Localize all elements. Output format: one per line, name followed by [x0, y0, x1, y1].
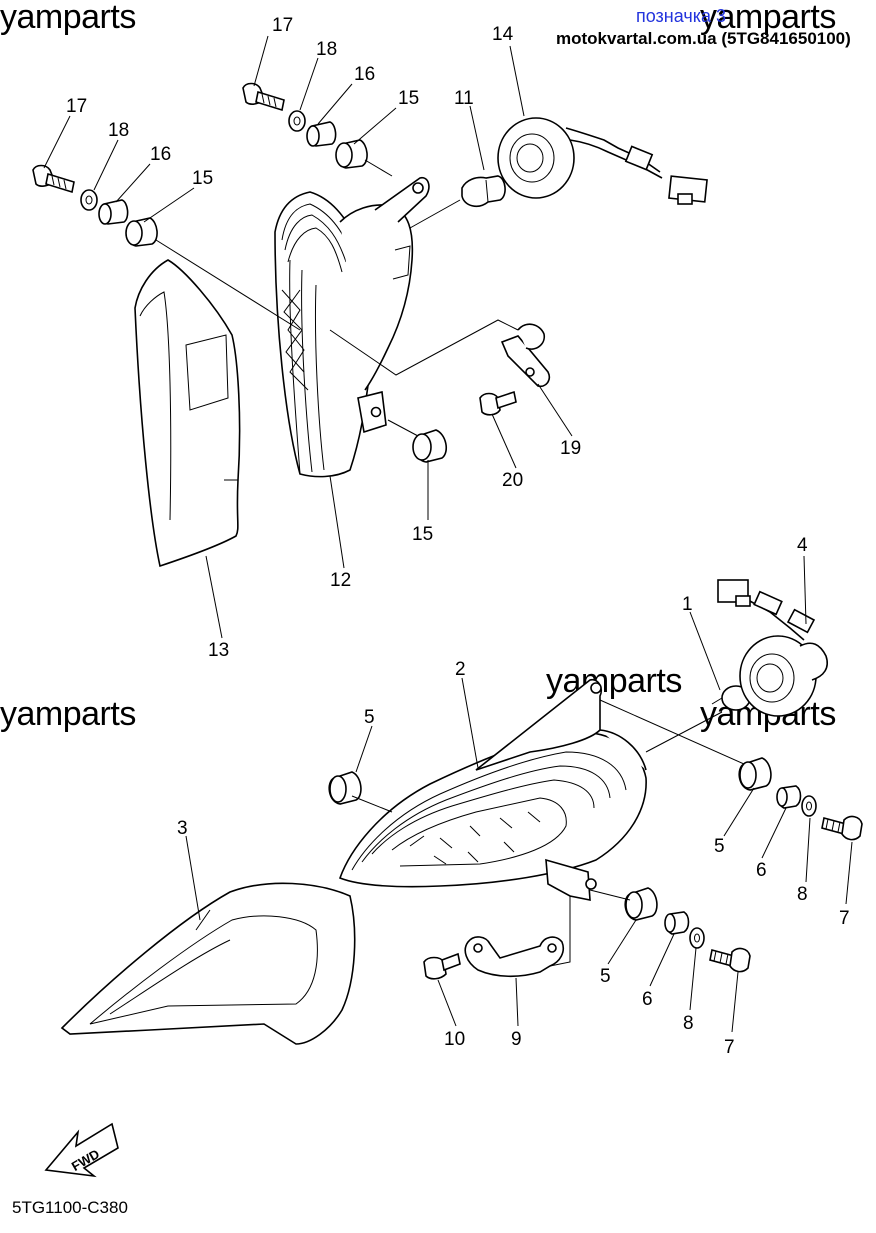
- callout-15: 15: [412, 524, 433, 545]
- assembly-lines-upper: [155, 159, 519, 437]
- part-17-screw-upper: [242, 82, 285, 112]
- part-7-screw: [709, 815, 863, 973]
- callout-13: 13: [208, 640, 229, 661]
- callout-labels: 17 18 16 15 11 14 17 18 16 15 19 20 15 1…: [66, 15, 850, 1058]
- callout-16: 16: [354, 64, 375, 85]
- callout-6: 6: [642, 989, 653, 1010]
- callout-15: 15: [192, 168, 213, 189]
- callout-5: 5: [364, 707, 375, 728]
- callout-1: 1: [682, 594, 693, 615]
- callout-6: 6: [756, 860, 767, 881]
- part-16-collar: [98, 121, 337, 225]
- part-12-lens-housing: [274, 176, 430, 478]
- callout-20: 20: [502, 470, 523, 491]
- callout-8: 8: [797, 884, 808, 905]
- watermark: yamparts: [700, 0, 836, 36]
- part-20-bolt: [479, 390, 517, 416]
- part-15-grommet: [125, 139, 448, 463]
- part-14-socket-wiring: [497, 117, 708, 205]
- part-17-screw-left: [32, 164, 75, 194]
- callout-5: 5: [714, 836, 725, 857]
- callout-9: 9: [511, 1029, 522, 1050]
- part-9-bracket: [464, 936, 565, 978]
- part-11-bulb: [461, 175, 506, 208]
- part-10-bolt: [423, 952, 461, 980]
- callout-10: 10: [444, 1029, 465, 1050]
- callout-leaders: [43, 35, 853, 1033]
- watermark: yamparts: [0, 695, 136, 733]
- callout-19: 19: [560, 438, 581, 459]
- callout-7: 7: [724, 1037, 735, 1058]
- callout-11: 11: [454, 88, 474, 109]
- diagram-code: 5TG1100-C380: [12, 1198, 128, 1217]
- watermark: yamparts: [0, 0, 136, 36]
- part-19-bracket: [500, 323, 551, 388]
- label-link[interactable]: позначка 3: [636, 6, 727, 26]
- callout-17: 17: [66, 96, 87, 117]
- part-6-collar: [664, 785, 802, 935]
- callout-3: 3: [177, 818, 188, 839]
- part-8-washer: [689, 795, 817, 949]
- callout-12: 12: [330, 570, 351, 591]
- part-3-cover: [60, 882, 356, 1045]
- callout-5: 5: [600, 966, 611, 987]
- assembly-lines-lower: [351, 699, 745, 967]
- part-2-lens-housing: [338, 678, 647, 901]
- callout-2: 2: [455, 659, 466, 680]
- callout-14: 14: [492, 24, 514, 45]
- callout-17: 17: [272, 15, 293, 36]
- part-13-cover: [134, 259, 241, 568]
- callout-15: 15: [398, 88, 419, 109]
- callout-4: 4: [797, 535, 808, 556]
- part-5-grommet: [328, 757, 772, 921]
- callout-16: 16: [150, 144, 171, 165]
- part-18-washer: [80, 110, 306, 211]
- callout-8: 8: [683, 1013, 694, 1034]
- part-4-socket-wiring: [717, 579, 828, 717]
- forward-arrow-icon: FWD: [44, 1122, 119, 1178]
- site-reference: motokvartal.com.ua (5TG841650100): [556, 29, 851, 48]
- callout-18: 18: [316, 39, 337, 60]
- callout-18: 18: [108, 120, 129, 141]
- callout-7: 7: [839, 908, 850, 929]
- watermark: yamparts: [546, 662, 682, 700]
